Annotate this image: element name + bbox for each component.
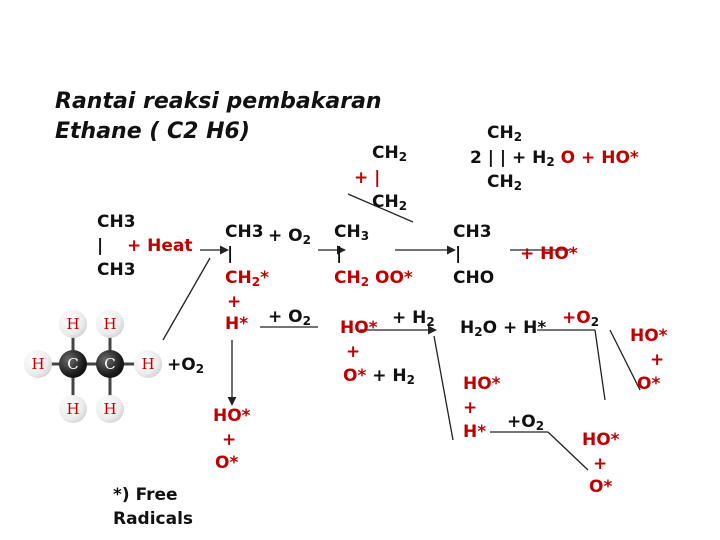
radicals-mid-ho: HO* xyxy=(463,374,501,394)
step3b-h2o: H2O + H* xyxy=(460,318,547,339)
radicals-right-plus: + xyxy=(650,350,665,370)
radicals-left-ho: HO* xyxy=(213,406,251,426)
step2-bond: | xyxy=(336,244,343,264)
step1-plus-o2: + O2 xyxy=(268,226,311,247)
footnote-line-2: Radicals xyxy=(113,509,194,529)
radicals-mid-plus: + xyxy=(463,398,478,418)
ethylene-mid-plus: + | xyxy=(354,168,381,188)
radicals-right-o: O* xyxy=(637,374,661,394)
ethylene-mid-ch2: CH2 xyxy=(372,143,408,164)
arrow-down-right xyxy=(594,329,606,401)
step3-cho: CHO xyxy=(453,268,495,288)
carbon-atom: C xyxy=(59,350,87,378)
step2b-plus: + xyxy=(346,342,361,362)
arrow-diagonal xyxy=(162,257,211,341)
step1-ch2-radical: CH2* xyxy=(225,268,269,289)
arrow-to-radicals-right xyxy=(609,329,641,391)
hydrogen-atom: H xyxy=(59,310,87,338)
arrow-to-radicals-mid xyxy=(433,335,454,441)
radicals-bottom-ho: HO* xyxy=(582,430,620,450)
radicals-bottom-o: O* xyxy=(589,477,613,497)
step2b-plus-h2: + H2 xyxy=(392,308,435,329)
step2b-ho: HO* xyxy=(340,318,378,338)
arrow-to-radicals-bottom xyxy=(547,431,589,471)
radicals-bottom-plus: + xyxy=(593,454,608,474)
ethylene-right-reaction: 2 | | + H2 O + HO* xyxy=(470,148,639,169)
step2-ch3: CH3 xyxy=(334,222,370,243)
hydrogen-atom: H xyxy=(24,350,52,378)
radicals-left-o: O* xyxy=(215,453,239,473)
slide-title: Rantai reaksi pembakaran Ethane ( C2 H6) xyxy=(55,87,382,147)
title-line-2: Ethane ( C2 H6) xyxy=(55,119,250,144)
step3-ch3: CH3 xyxy=(453,222,492,242)
title-line-1: Rantai reaksi pembakaran xyxy=(55,89,382,114)
radicals-mid-h: H* xyxy=(463,422,487,442)
hydrogen-atom: H xyxy=(96,395,124,423)
radicals-mid-plus-o2: +O2 xyxy=(507,412,545,433)
ethane-bond: | xyxy=(97,236,104,256)
ethane-ch3-bottom: CH3 xyxy=(97,260,136,280)
step3-bond: | xyxy=(455,244,462,264)
hydrogen-atom: H xyxy=(134,350,162,378)
molecule-plus-o2: +O2 xyxy=(167,355,205,376)
carbon-atom: C xyxy=(96,350,124,378)
step1-h-radical: H* xyxy=(225,314,249,334)
hydrogen-atom: H xyxy=(96,310,124,338)
step2b-o: O* + H2 xyxy=(343,366,416,387)
hydrogen-atom: H xyxy=(59,395,87,423)
heat-label: + Heat xyxy=(127,236,193,256)
step2-ch2-oo-radical: CH2 OO* xyxy=(334,268,413,289)
footnote-line-1: *) Free xyxy=(113,485,178,505)
step3b-plus-o2: +O2 xyxy=(562,308,600,329)
step3-plus-ho: + HO* xyxy=(520,244,578,264)
ethylene-mid-ch2b: CH2 xyxy=(372,192,408,213)
ethane-ch3-top: CH3 xyxy=(97,212,136,232)
radicals-right-ho: HO* xyxy=(630,326,668,346)
step1-plus: + xyxy=(227,292,242,312)
ethylene-right-ch2: CH2 xyxy=(487,123,523,144)
arrow-ethylene-mid xyxy=(347,193,414,223)
step1-bond: | xyxy=(227,244,234,264)
radicals-left-plus: + xyxy=(222,430,237,450)
ethylene-right-ch2b: CH2 xyxy=(487,172,523,193)
step1-ch3: CH3 xyxy=(225,222,264,242)
step1b-plus-o2: + O2 xyxy=(268,307,311,328)
